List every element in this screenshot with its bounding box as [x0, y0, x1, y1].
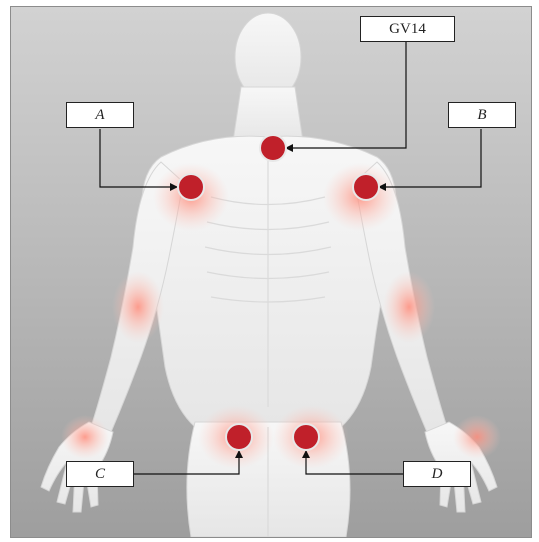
point-a [178, 174, 204, 200]
point-c [226, 424, 252, 450]
point-b [353, 174, 379, 200]
diagram-frame: GV14 A B C D [10, 6, 532, 538]
label-c: C [66, 461, 134, 487]
point-gv14 [260, 135, 286, 161]
label-gv14: GV14 [360, 16, 455, 42]
label-d: D [403, 461, 471, 487]
point-d [293, 424, 319, 450]
body-back-figure [11, 7, 531, 537]
label-a: A [66, 102, 134, 128]
label-b: B [448, 102, 516, 128]
